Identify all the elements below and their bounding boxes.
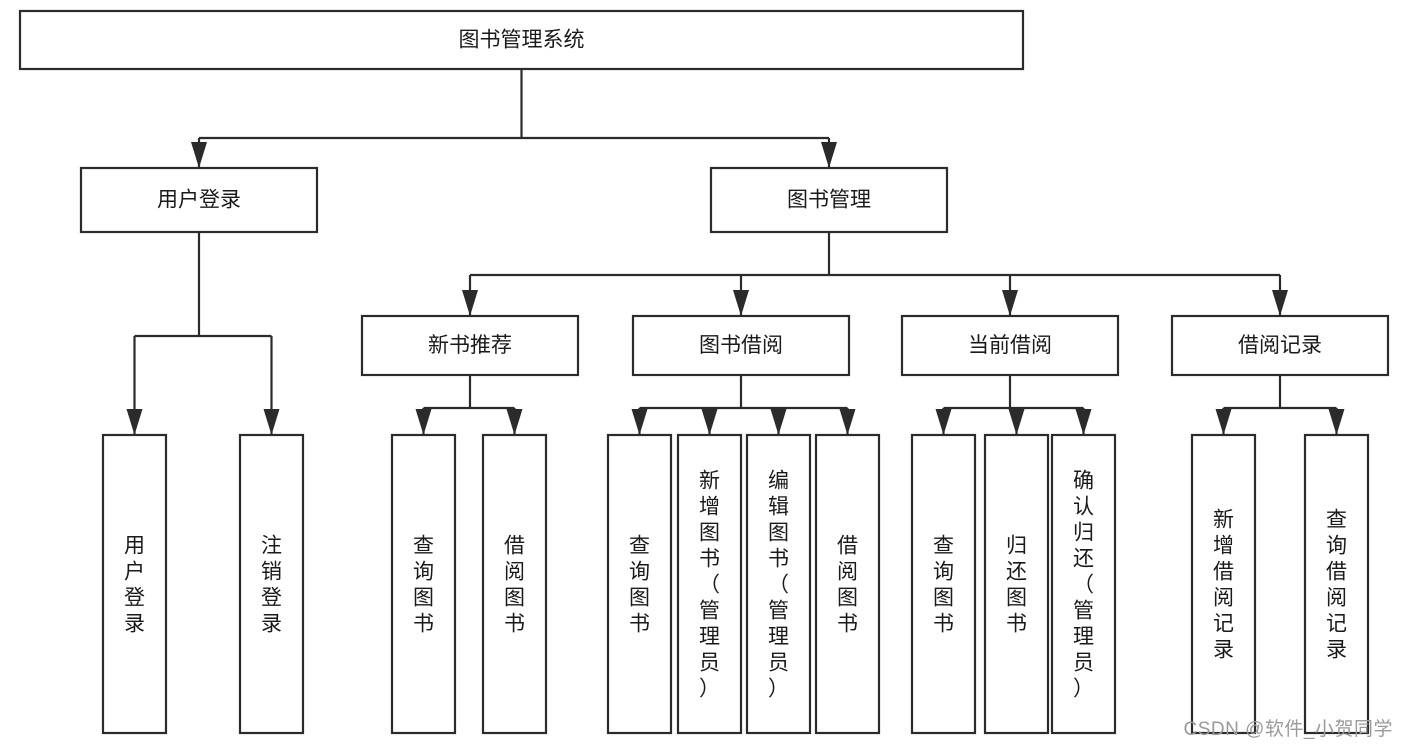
node-查询图书[interactable]: 查询图书 [910, 433, 977, 735]
arrow-head-icon [733, 290, 749, 316]
node-查询借阅记录[interactable]: 查询借阅记录 [1303, 433, 1370, 735]
node-新增借阅记录[interactable]: 新增借阅记录 [1190, 433, 1257, 735]
node-label: 图书借阅 [699, 334, 783, 357]
node-归还图书[interactable]: 归还图书 [983, 433, 1050, 735]
node-label: 确认归还（管理员） [1073, 469, 1094, 700]
node-label: 用户登录 [157, 189, 241, 212]
arrow-head-icon [770, 409, 787, 435]
node-label: 借阅记录 [1238, 334, 1322, 357]
node-label: 当前借阅 [968, 334, 1052, 357]
arrow-head-icon [839, 409, 856, 435]
arrow-head-icon [1075, 409, 1092, 435]
node-编辑图书管理员[interactable]: 编辑图书（管理员） [745, 433, 812, 735]
node-label: 查询图书 [629, 534, 650, 635]
node-box[interactable] [631, 314, 851, 377]
node-借阅记录[interactable]: 借阅记录 [1170, 314, 1390, 377]
arrow-head-icon [415, 409, 432, 435]
node-label: 注销登录 [261, 534, 282, 635]
node-查询图书[interactable]: 查询图书 [606, 433, 673, 735]
node-图书借阅[interactable]: 图书借阅 [631, 314, 851, 377]
node-box[interactable] [676, 433, 743, 735]
node-label: 新书推荐 [428, 334, 512, 357]
node-用户登录[interactable]: 用户登录 [79, 166, 319, 234]
node-box[interactable] [814, 433, 881, 735]
node-label: 新增图书（管理员） [699, 469, 720, 700]
node-label: 归还图书 [1006, 534, 1027, 635]
node-注销登录[interactable]: 注销登录 [238, 433, 305, 735]
arrow-head-icon [1272, 290, 1288, 316]
node-label: 编辑图书（管理员） [768, 469, 789, 700]
arrow-head-icon [191, 142, 207, 168]
node-新增图书管理员[interactable]: 新增图书（管理员） [676, 433, 743, 735]
node-当前借阅[interactable]: 当前借阅 [900, 314, 1120, 377]
node-新书推荐[interactable]: 新书推荐 [360, 314, 580, 377]
arrow-head-icon [1215, 409, 1232, 435]
node-box[interactable] [1050, 433, 1117, 735]
node-box[interactable] [360, 314, 580, 377]
node-box[interactable] [983, 433, 1050, 735]
node-box[interactable] [745, 433, 812, 735]
arrow-head-icon [631, 409, 648, 435]
node-label: 查询借阅记录 [1326, 508, 1347, 661]
arrow-head-icon [821, 142, 837, 168]
connector-lines-layer [126, 69, 1345, 435]
node-label: 图书管理 [787, 189, 871, 212]
node-box[interactable] [79, 166, 319, 234]
node-label: 查询图书 [933, 534, 954, 635]
arrow-head-icon [935, 409, 952, 435]
arrow-head-icon [126, 409, 143, 435]
node-box[interactable] [900, 314, 1120, 377]
arrow-head-icon [506, 409, 523, 435]
arrow-head-icon [263, 409, 280, 435]
node-图书管理[interactable]: 图书管理 [709, 166, 949, 234]
node-查询图书[interactable]: 查询图书 [390, 433, 457, 735]
node-确认归还管理员[interactable]: 确认归还（管理员） [1050, 433, 1117, 735]
node-box[interactable] [910, 433, 977, 735]
node-借阅图书[interactable]: 借阅图书 [481, 433, 548, 735]
node-boxes-layer: 图书管理系统用户登录图书管理新书推荐图书借阅当前借阅借阅记录用户登录注销登录查询… [18, 9, 1390, 735]
node-box[interactable] [390, 433, 457, 735]
arrow-head-icon [1328, 409, 1345, 435]
arrow-head-icon [462, 290, 478, 316]
arrow-head-icon [701, 409, 718, 435]
node-label: 查询图书 [413, 534, 434, 635]
node-box[interactable] [606, 433, 673, 735]
node-box[interactable] [481, 433, 548, 735]
node-box[interactable] [238, 433, 305, 735]
node-label: 借阅图书 [504, 534, 525, 635]
node-box[interactable] [709, 166, 949, 234]
node-label: 图书管理系统 [459, 29, 585, 52]
arrow-head-icon [1008, 409, 1025, 435]
node-box[interactable] [101, 433, 168, 735]
node-用户登录[interactable]: 用户登录 [101, 433, 168, 735]
node-box[interactable] [18, 9, 1025, 71]
node-label: 用户登录 [124, 534, 145, 635]
node-借阅图书[interactable]: 借阅图书 [814, 433, 881, 735]
node-label: 新增借阅记录 [1213, 508, 1234, 661]
node-box[interactable] [1303, 433, 1370, 735]
node-label: 借阅图书 [837, 534, 858, 635]
node-box[interactable] [1190, 433, 1257, 735]
arrow-head-icon [1002, 290, 1018, 316]
node-图书管理系统[interactable]: 图书管理系统 [18, 9, 1025, 71]
node-box[interactable] [1170, 314, 1390, 377]
